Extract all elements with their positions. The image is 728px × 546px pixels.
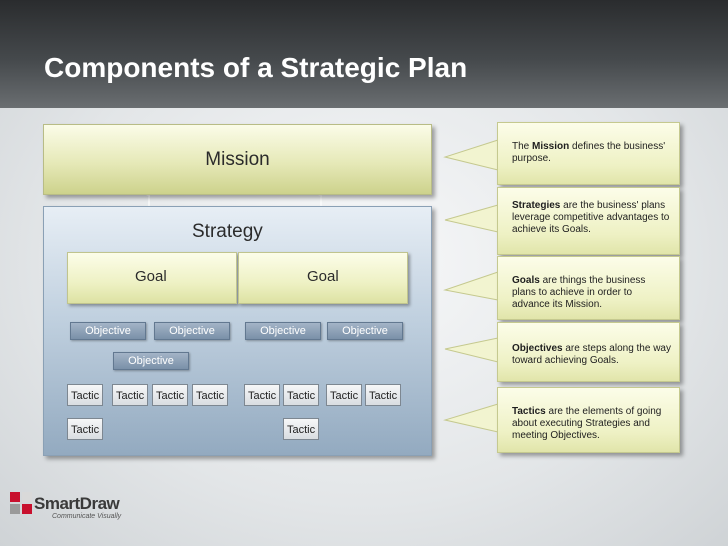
callout-strategies: Strategies are the business' plans lever… [497,187,680,255]
callout-goals: Goals are things the business plans to a… [497,256,680,320]
callout-strategies-term: Strategies [512,200,561,211]
tactic-box-6: Tactic [244,384,280,406]
tactic-box-1: Tactic [67,384,103,406]
tactic-box-8: Tactic [326,384,362,406]
tactic-box-9: Tactic [365,384,401,406]
logo-wordmark: SmartDraw [34,494,120,513]
callout-tactics-term: Tactics [512,406,546,417]
goal-box-2: Goal [238,252,408,304]
callout-goals-term: Goals [512,275,540,286]
objective-box-1: Objective [70,322,146,340]
mission-label: Mission [205,149,270,170]
goal-box-1: Goal [67,252,237,304]
callout-mission: The Mission defines the business' purpos… [497,122,680,185]
callout-objectives: Objectives are steps along the way towar… [497,322,680,382]
tactic-box-7: Tactic [283,384,319,406]
smartdraw-logo-icon [10,492,32,514]
mission-box: Mission [43,124,432,195]
title-banner: Components of a Strategic Plan [0,0,728,108]
goal-label-2: Goal [307,268,339,285]
strategy-label: Strategy [192,221,263,242]
objective-box-3: Objective [113,352,189,370]
tactic-box-4: Tactic [192,384,228,406]
tactic-box-10: Tactic [283,418,319,440]
callout-mission-term: Mission [532,141,570,152]
tactic-box-3: Tactic [152,384,188,406]
tactic-box-5: Tactic [67,418,103,440]
tactic-box-2: Tactic [112,384,148,406]
objective-box-5: Objective [327,322,403,340]
page-title: Components of a Strategic Plan [44,52,468,83]
callout-objectives-term: Objectives [512,343,563,354]
goal-label-1: Goal [135,268,167,285]
objective-box-4: Objective [245,322,321,340]
callout-tactics: Tactics are the elements of going about … [497,387,680,453]
objective-box-2: Objective [154,322,230,340]
logo-tagline: Communicate Visually [52,513,122,520]
